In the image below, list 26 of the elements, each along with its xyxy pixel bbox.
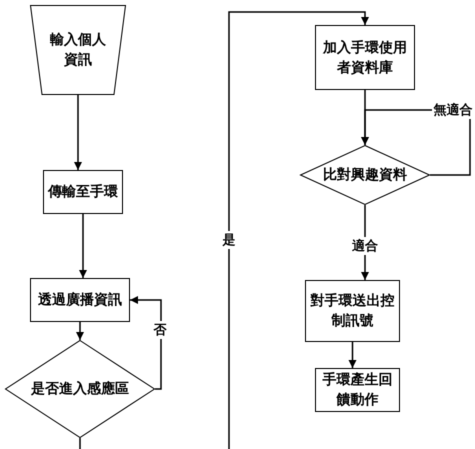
- node-text: 是否進入感應區: [31, 380, 129, 399]
- process-box: [30, 278, 130, 322]
- node-text: 透過廣播資訊: [38, 290, 122, 310]
- arrow: [130, 296, 162, 390]
- node-text: 輸入個人資訊: [49, 31, 107, 70]
- process-box: [43, 170, 123, 214]
- process-box: [315, 368, 400, 412]
- process-box: [315, 25, 415, 90]
- arrow: [74, 95, 82, 170]
- node-text: 對手環送出控制訊號: [310, 292, 394, 331]
- node-text: 比對興趣資料: [323, 166, 407, 185]
- edge-label: 是: [220, 231, 238, 249]
- edge-label: 無適合: [432, 101, 474, 119]
- node-text: 傳輸至手環: [48, 183, 118, 202]
- node-text: 加入手環使用者資料庫: [322, 38, 408, 78]
- arrow: [76, 322, 84, 340]
- arrow: [79, 214, 87, 278]
- edge-label: 否: [152, 321, 168, 339]
- edge-label: 適合: [350, 237, 380, 255]
- node-text: 手環產生回饋動作: [322, 371, 394, 410]
- trapezoid-box: [30, 5, 126, 95]
- decision-diamond: [300, 145, 430, 205]
- decision-diamond: [5, 340, 155, 438]
- arrow: [79, 11, 369, 449]
- process-box: [305, 280, 400, 342]
- arrow: [348, 342, 356, 368]
